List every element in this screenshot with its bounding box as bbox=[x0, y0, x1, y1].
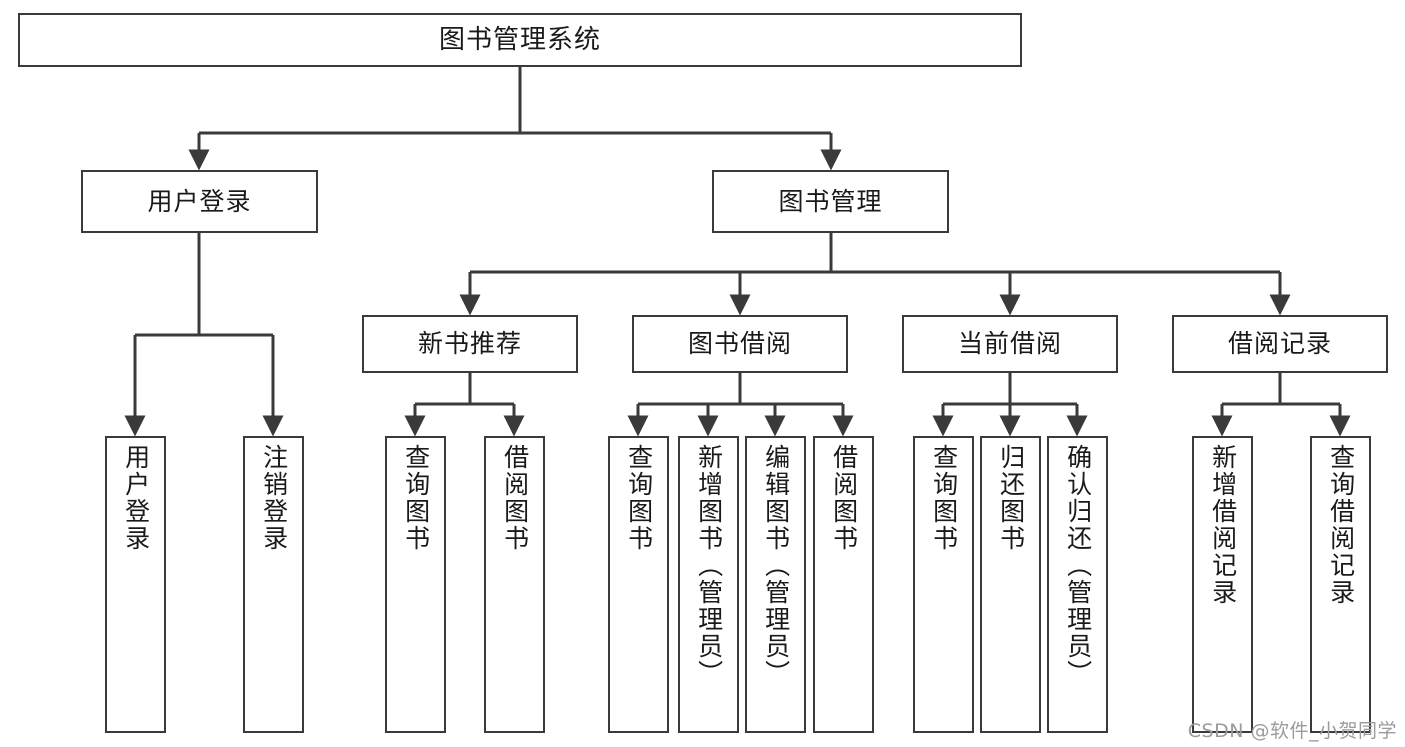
leaf-borrow-book-recommend[interactable]: 借阅图书 bbox=[484, 436, 545, 733]
node-label: 注销登录 bbox=[259, 444, 289, 552]
node-label: 图书借阅 bbox=[687, 329, 792, 359]
node-label: 新书推荐 bbox=[417, 329, 522, 359]
leaf-query-book-borrow[interactable]: 查询图书 bbox=[608, 436, 669, 733]
leaf-add-book[interactable]: 新增图书（管理员） bbox=[678, 436, 739, 733]
leaf-edit-book[interactable]: 编辑图书（管理员） bbox=[745, 436, 806, 733]
node-label: 借阅图书 bbox=[500, 444, 530, 552]
node-user-login[interactable]: 用户登录 bbox=[81, 170, 318, 233]
node-borrow-record[interactable]: 借阅记录 bbox=[1172, 315, 1388, 373]
node-label: 用户登录 bbox=[121, 444, 151, 552]
node-label: 图书管理系统 bbox=[438, 24, 601, 55]
node-current-borrow[interactable]: 当前借阅 bbox=[902, 315, 1118, 373]
node-label: 图书管理 bbox=[778, 186, 883, 216]
leaf-query-book-current[interactable]: 查询图书 bbox=[913, 436, 974, 733]
leaf-logout-login[interactable]: 注销登录 bbox=[243, 436, 304, 733]
node-book-borrow[interactable]: 图书借阅 bbox=[632, 315, 848, 373]
node-label: 新增借阅记录 bbox=[1208, 444, 1238, 606]
node-label: 编辑图书（管理员） bbox=[761, 444, 791, 687]
node-label: 查询图书 bbox=[401, 444, 431, 552]
leaf-add-borrow-record[interactable]: 新增借阅记录 bbox=[1192, 436, 1253, 733]
node-new-book-recommend[interactable]: 新书推荐 bbox=[362, 315, 578, 373]
node-label: 当前借阅 bbox=[957, 329, 1062, 359]
node-book-management[interactable]: 图书管理 bbox=[712, 170, 949, 233]
node-label: 归还图书 bbox=[996, 444, 1026, 552]
node-label: 用户登录 bbox=[147, 186, 252, 216]
node-label: 借阅记录 bbox=[1227, 329, 1332, 359]
leaf-return-book[interactable]: 归还图书 bbox=[980, 436, 1041, 733]
node-label: 查询借阅记录 bbox=[1326, 444, 1356, 606]
leaf-query-book-recommend[interactable]: 查询图书 bbox=[385, 436, 446, 733]
node-label: 确认归还（管理员） bbox=[1063, 444, 1093, 687]
node-root-system[interactable]: 图书管理系统 bbox=[18, 13, 1022, 67]
leaf-query-borrow-record[interactable]: 查询借阅记录 bbox=[1310, 436, 1371, 733]
node-label: 借阅图书 bbox=[829, 444, 859, 552]
node-label: 查询图书 bbox=[624, 444, 654, 552]
leaf-user-login[interactable]: 用户登录 bbox=[105, 436, 166, 733]
leaf-confirm-return[interactable]: 确认归还（管理员） bbox=[1047, 436, 1108, 733]
node-label: 新增图书（管理员） bbox=[694, 444, 724, 687]
node-label: 查询图书 bbox=[929, 444, 959, 552]
leaf-borrow-book[interactable]: 借阅图书 bbox=[813, 436, 874, 733]
watermark: CSDN @软件_小贺同学 bbox=[1187, 720, 1397, 742]
